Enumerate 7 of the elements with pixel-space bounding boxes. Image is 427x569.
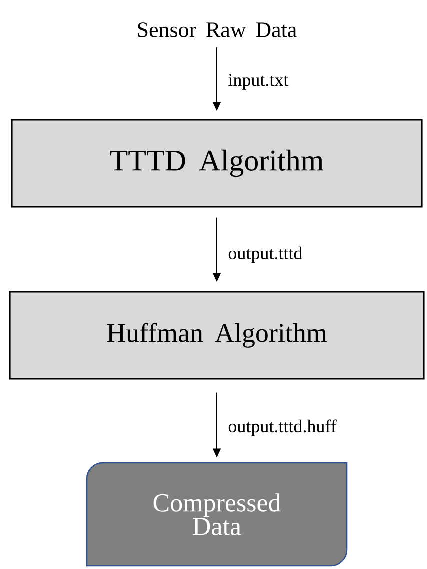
edge-label: output.tttd.huff: [228, 420, 337, 436]
process-box: TTTD Algorithm: [11, 119, 423, 208]
process-box: Huffman Algorithm: [9, 291, 425, 380]
edge-label: output.tttd: [228, 246, 302, 264]
input-label: Sensor Raw Data: [138, 22, 297, 38]
terminal-box: Compressed Data: [86, 462, 348, 567]
edge-label: input.txt: [228, 74, 289, 90]
